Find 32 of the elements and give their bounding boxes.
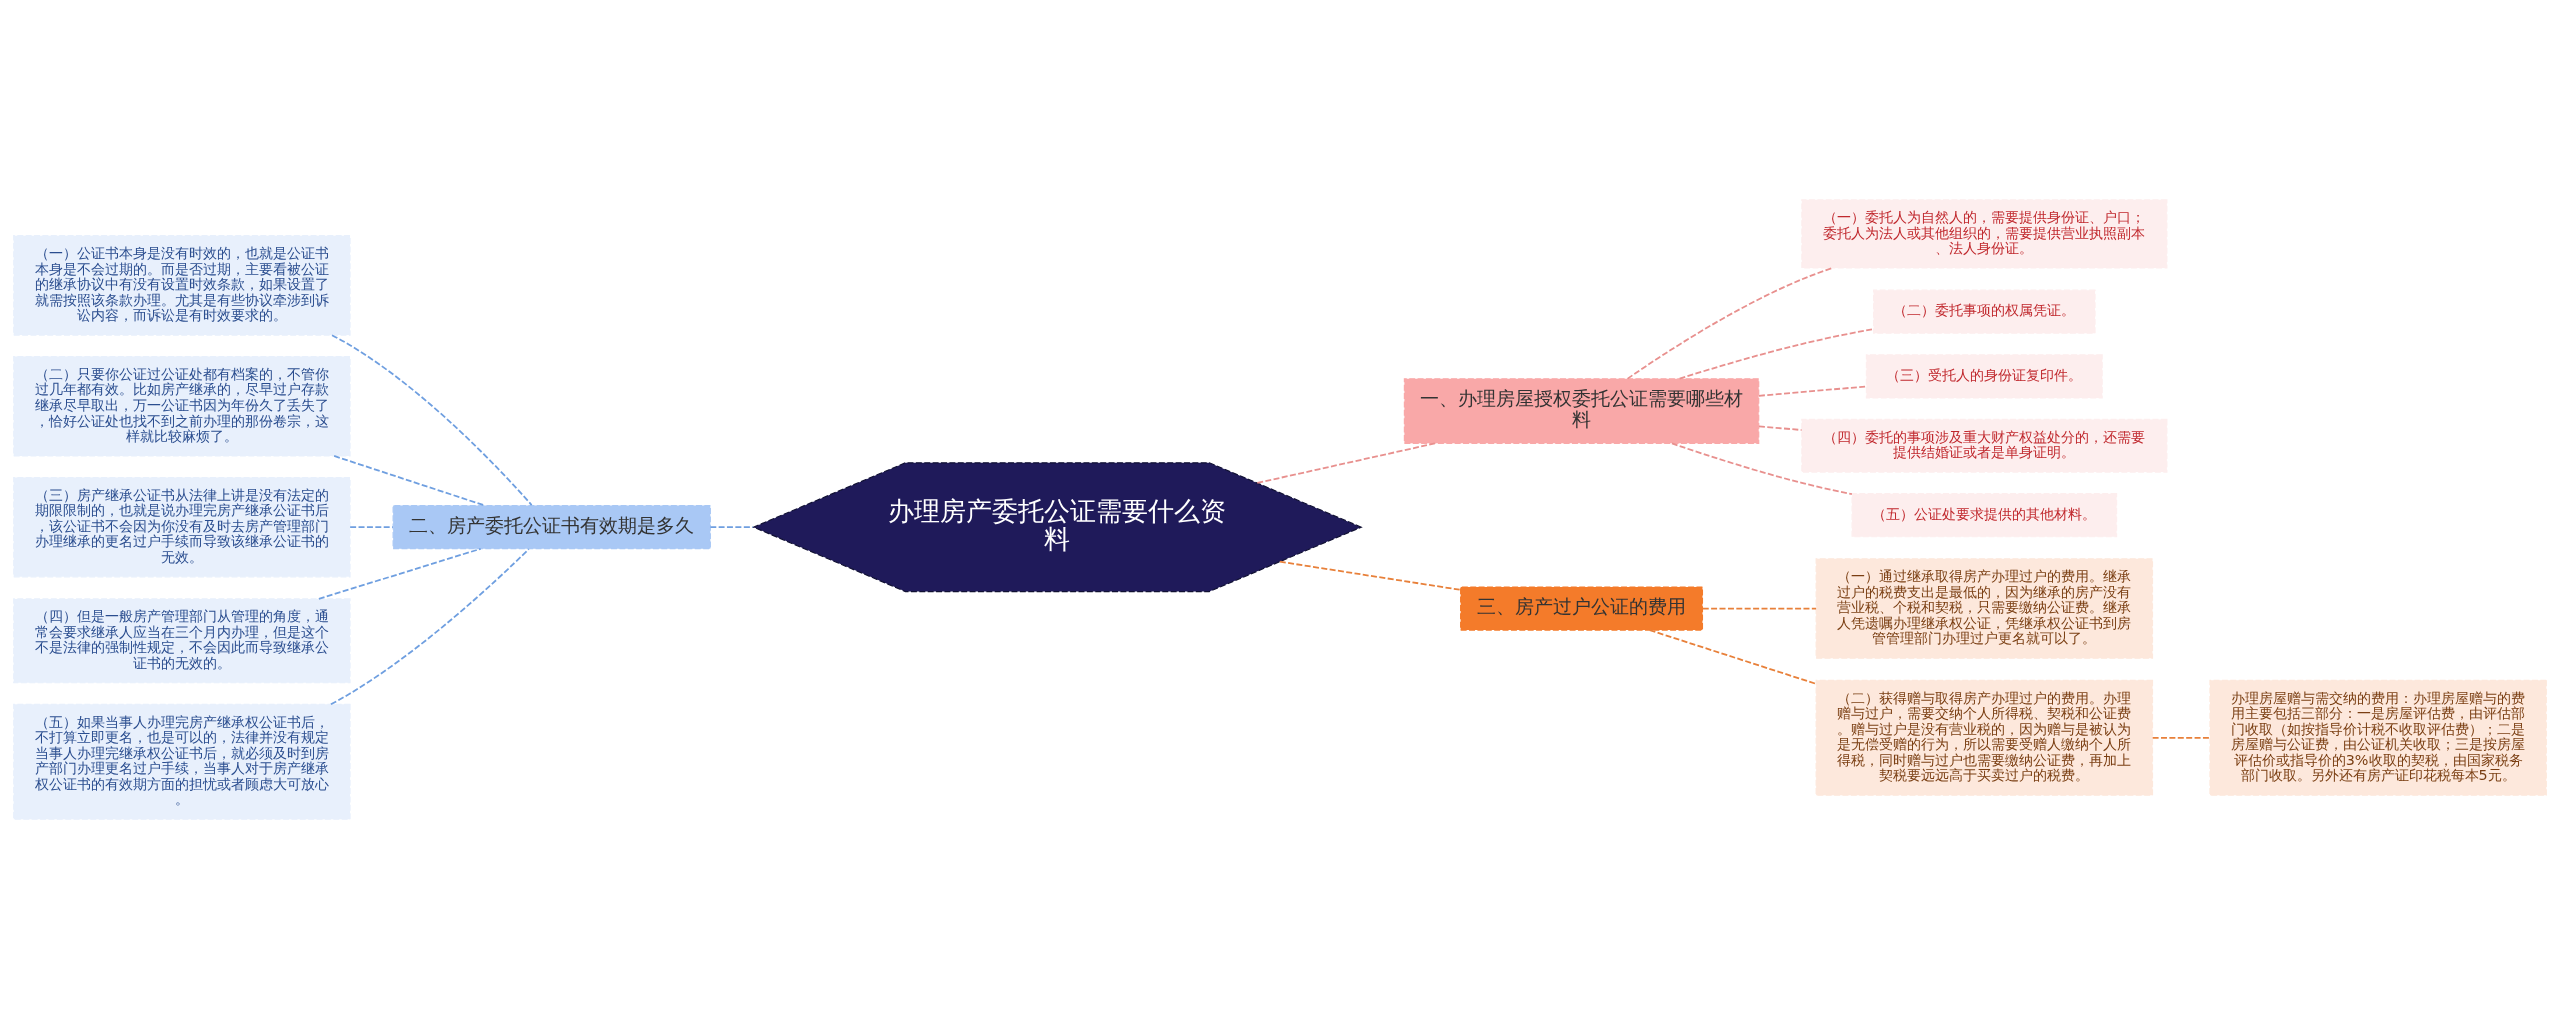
node-box: 二、房产委托公证书有效期是多久 bbox=[392, 505, 711, 550]
connector bbox=[1678, 328, 1875, 380]
connector bbox=[349, 526, 394, 529]
node-box: （四）委托的事项涉及重大财产权益处分的，还需要提供结婚证或者是单身证明。 bbox=[1801, 418, 2168, 473]
connector bbox=[1701, 607, 1817, 610]
node-box: （五）公证处要求提供的其他材料。 bbox=[1851, 493, 2118, 538]
connector bbox=[1256, 442, 1436, 484]
node-box: （三）受托人的身份证复印件。 bbox=[1865, 354, 2103, 399]
node-box: （三）房产继承公证书从法律上讲是没有法定的期限限制的，也就是说办理完房产继承公证书后，该公证书不会因为你没有及时去房产管理部门办理继承的更名过户手续而导致该继承公证书的无效。 bbox=[13, 476, 351, 578]
connector bbox=[331, 334, 533, 506]
node-box: 三、房产过户公证的费用 bbox=[1460, 586, 1704, 631]
connector bbox=[1278, 560, 1462, 591]
node-box: （二）委托事项的权属凭证。 bbox=[1873, 289, 2096, 334]
node-box: （四）但是一般房产管理部门从管理的角度，通常会要求继承人应当在三个月内办理，但是这个不是法律的强制性规定，不会因此而导致继承公证书的无效的。 bbox=[13, 598, 351, 684]
node-box: 一、办理房屋授权委托公证需要哪些材料 bbox=[1403, 378, 1760, 444]
connector bbox=[330, 548, 530, 706]
node-box: （二）获得赠与取得房产办理过户的费用。办理赠与过户，需要交纳个人所得税、契税和公证费。赠与过户是没有营业税的，因为赠与是被认为是无偿受赠的行为，所以需要受赠人缴纳个人所得税，同时赠与过户也需要缴纳公证费，再加上契税要远远高于买卖过户的税费。 bbox=[1815, 679, 2154, 796]
node-box: （二）只要你公证过公证处都有档案的，不管你过几年都有效。比如房产继承的，尽早过户存款继承尽早取出，万一公证书因为年份久了丢失了，恰好公证处也找不到之前办理的那份卷宗，这样就比较麻烦了。 bbox=[13, 356, 351, 457]
connector bbox=[1648, 629, 1817, 685]
connector bbox=[709, 526, 754, 529]
node-box: （一）公证书本身是没有时效的，也就是公证书本身是不会过期的。而是否过期，主要看被公证的继承协议中有没有设置时效条款，如果设置了就需按照该条款办理。尤其是有些协议牵涉到诉讼内容，而诉讼是有时效要求的。 bbox=[13, 235, 351, 336]
connector bbox=[333, 455, 486, 507]
node-box: 办理房屋赠与需交纳的费用：办理房屋赠与的费用主要包括三部分：一是房屋评估费，由评估部门收取（如按指导价计税不收取评估费）；二是房屋赠与公证费，由公证机关收取；三是按房屋评估价或指导价的3%收取的契税，由国家税务部门收取。另外还有房产证印花税每本5元。 bbox=[2209, 679, 2547, 796]
connector bbox=[1758, 425, 1803, 431]
connector bbox=[2151, 736, 2211, 739]
connector bbox=[317, 547, 482, 600]
connector bbox=[1626, 267, 1833, 380]
node-box: （五）如果当事人办理完房产继承权公证书后，不打算立即更名，也是可以的，法律并没有规定当事人办理完继承权公证书后，就必须及时到房产部门办理更名过户手续，当事人对于房产继承权公证书的有效期方面的担忧或者顾虑大可放心。 bbox=[13, 703, 351, 820]
connector bbox=[1671, 442, 1853, 495]
node-box: （一）通过继承取得房产办理过户的费用。继承过户的税费支出是最低的，因为继承的房产没有营业税、个税和契税，只需要缴纳公证费。继承人凭遗嘱办理继承权公证，凭继承权公证书到房管管理部门办理过户更名就可以了。 bbox=[1815, 558, 2154, 659]
node-box: （一）委托人为自然人的，需要提供身份证、户口；委托人为法人或其他组织的，需要提供营业执照副本、法人身份证。 bbox=[1801, 199, 2168, 269]
connector bbox=[1758, 385, 1868, 397]
